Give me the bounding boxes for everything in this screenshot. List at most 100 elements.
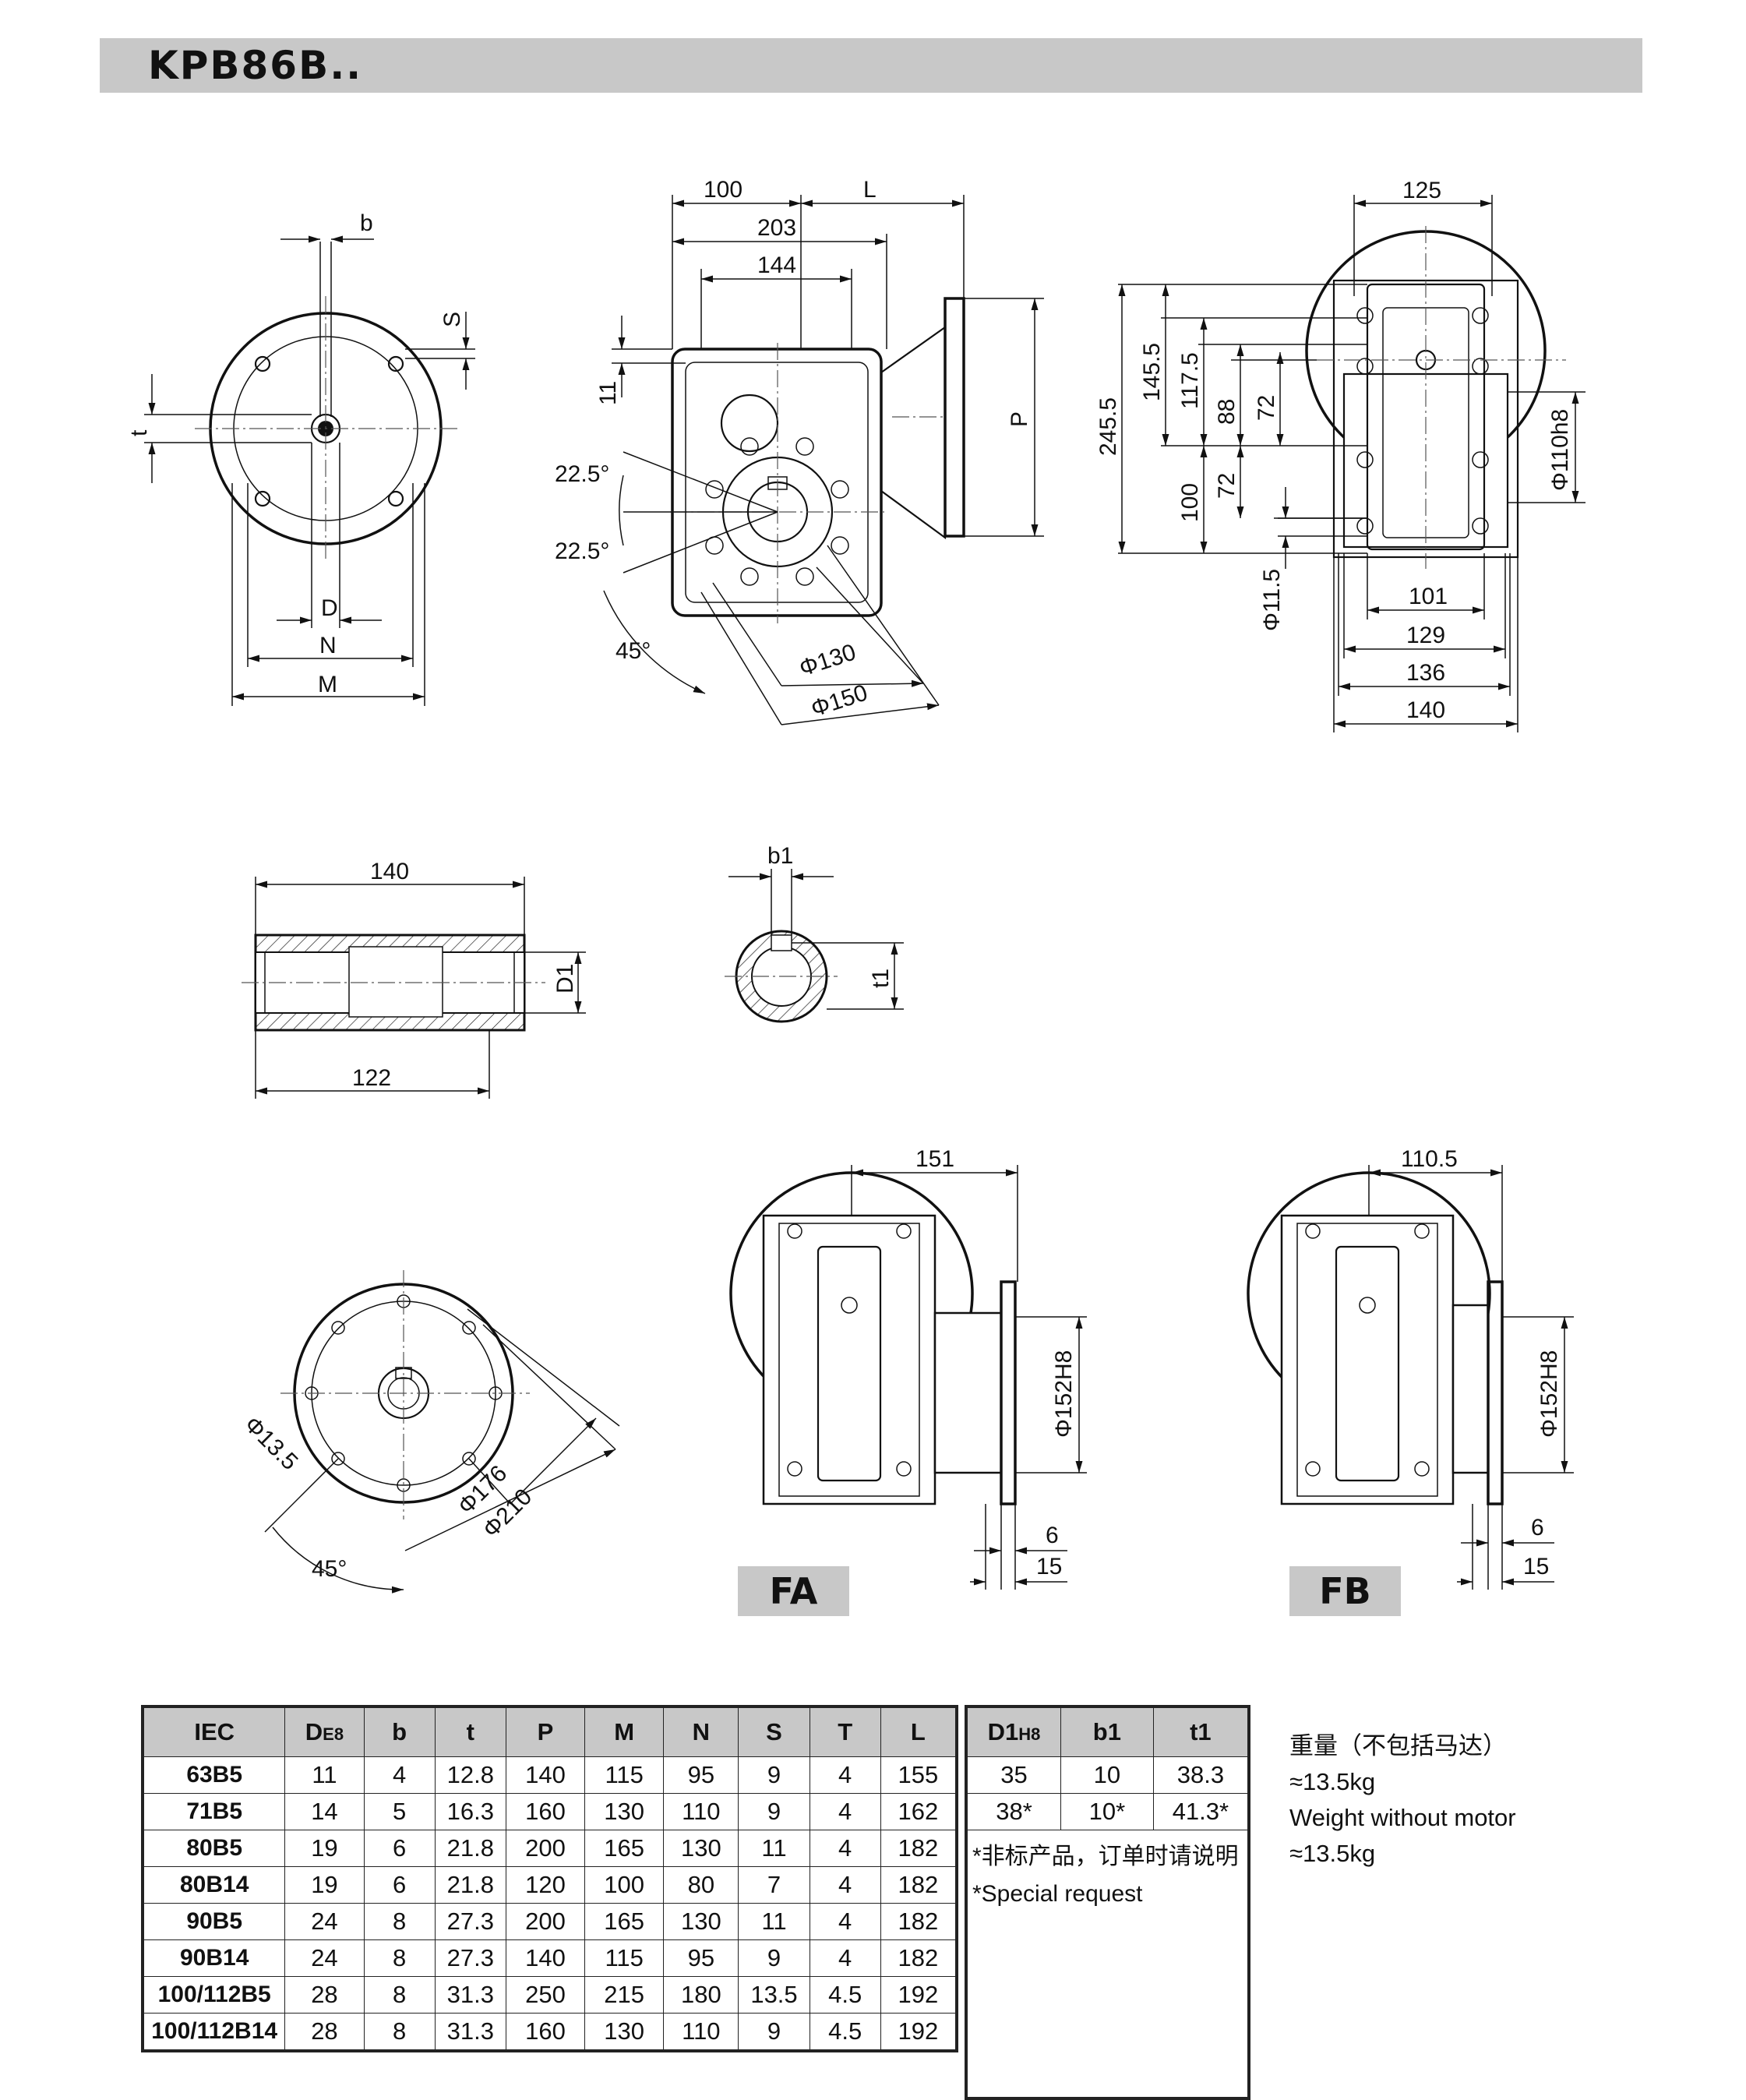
table-cell: 182 — [880, 1903, 958, 1940]
table-cell: 16.3 — [434, 1793, 506, 1830]
side-view: 100 L 203 144 11 P 22.5° 22.5° 45° Φ130 — [555, 177, 1044, 725]
table-cell: 6 — [363, 1866, 436, 1904]
dim-label: 15 — [1036, 1554, 1062, 1579]
dim-label: Φ152H8 — [1536, 1350, 1562, 1438]
hollow-shaft-view: 140 D1 122 — [242, 859, 586, 1099]
dim-label: Φ11.5 — [1259, 569, 1285, 631]
table-cell: 4 — [809, 1866, 881, 1904]
dim-label: Φ152H8 — [1051, 1350, 1077, 1438]
front-bolt-hole — [254, 490, 271, 507]
motor-flange — [944, 297, 965, 538]
table-cell: 120 — [505, 1866, 586, 1904]
dim-label: 15 — [1523, 1554, 1549, 1579]
table-cell: 4 — [809, 1793, 881, 1830]
table-cell: 9 — [738, 1793, 810, 1830]
col-header: b — [363, 1706, 436, 1757]
table-cell: 250 — [505, 1976, 586, 2014]
dim-label: 151 — [915, 1146, 954, 1172]
table-cell: 13.5 — [738, 1976, 810, 2014]
col-header: T — [809, 1706, 881, 1757]
table-cell: 9 — [738, 2013, 810, 2052]
dim-label: t1 — [868, 969, 894, 988]
col-header: DE8 — [284, 1706, 365, 1757]
table-cell: 9 — [738, 1756, 810, 1794]
table-cell: 11 — [738, 1903, 810, 1940]
worm-circle — [720, 394, 779, 453]
weight-info: 重量（不包括马达） ≈13.5kg Weight without motor ≈… — [1289, 1728, 1516, 1872]
table-header-row: IEC DE8 b t P M N S T L — [142, 1706, 958, 1757]
table-cell: 182 — [880, 1830, 958, 1867]
table-header-row: D1H8 b1 t1 — [965, 1706, 1250, 1757]
dim-label: 117.5 — [1177, 352, 1203, 409]
technical-drawing: b S t D N M — [126, 177, 1586, 1594]
table-cell: 21.8 — [434, 1830, 506, 1867]
dim-label: 100 — [1177, 483, 1203, 522]
front-bolt-hole — [254, 355, 271, 372]
dim-label: D — [321, 595, 338, 621]
table-cell: 4 — [809, 1830, 881, 1867]
dim-label: Φ130 — [796, 639, 859, 681]
table-cell: 8 — [363, 1939, 436, 1977]
table-cell: 95 — [663, 1756, 739, 1794]
dim-label: P — [1007, 411, 1032, 427]
table-cell: 182 — [880, 1866, 958, 1904]
dim-label: 101 — [1409, 584, 1448, 609]
table-cell: 38.3 — [1152, 1756, 1250, 1794]
dim-label: S — [439, 312, 465, 327]
front-view: b S t D N M — [126, 210, 475, 706]
dim-label: 145.5 — [1139, 343, 1165, 401]
col-header: t — [434, 1706, 506, 1757]
dim-label: 203 — [757, 215, 796, 241]
dim-label: 140 — [1406, 697, 1445, 723]
table-cell: 110 — [663, 2013, 739, 2052]
table-cell: 19 — [284, 1830, 365, 1867]
table-cell: 140 — [505, 1756, 586, 1794]
dim-label: 100 — [704, 177, 742, 203]
table-cell: 5 — [363, 1793, 436, 1830]
table-cell: 8 — [363, 1976, 436, 2014]
table-cell: 24 — [284, 1939, 365, 1977]
table-cell: 10 — [1060, 1756, 1154, 1794]
table-cell: 130 — [663, 1830, 739, 1867]
table-cell: 14 — [284, 1793, 365, 1830]
table-cell: 200 — [505, 1830, 586, 1867]
table-cell: 95 — [663, 1939, 739, 1977]
note-en: *Special request — [972, 1881, 1143, 1907]
fb-view: 110.5 Φ152H8 6 15 — [1247, 1146, 1574, 1590]
table-cell: 21.8 — [434, 1866, 506, 1904]
table-cell: 180 — [663, 1976, 739, 2014]
table-cell: 35 — [965, 1756, 1061, 1794]
header-bar: KPB86B.. — [100, 38, 1642, 93]
table-cell: 8 — [363, 2013, 436, 2052]
dim-label: t — [126, 429, 152, 436]
col-header: P — [505, 1706, 586, 1757]
fb-label: FB — [1289, 1566, 1401, 1616]
table-cell: 80 — [663, 1866, 739, 1904]
table-cell: 63B5 — [142, 1756, 286, 1794]
dim-label: b1 — [767, 843, 793, 869]
table-cell: 110 — [663, 1793, 739, 1830]
table-cell: 28 — [284, 1976, 365, 2014]
table-cell: 165 — [584, 1830, 665, 1867]
dim-label: 6 — [1531, 1515, 1544, 1541]
table-cell: 7 — [738, 1866, 810, 1904]
dim-label: 136 — [1406, 660, 1445, 686]
table-cell: 200 — [505, 1903, 586, 1940]
table-cell: 182 — [880, 1939, 958, 1977]
table-cell: 100 — [584, 1866, 665, 1904]
dim-label: 45° — [616, 638, 651, 664]
dim-label: Φ110h8 — [1547, 409, 1573, 491]
flange-view: Φ13.5 Φ176 Φ210 45° — [239, 1270, 620, 1594]
fa-view: 151 Φ152H8 6 15 — [729, 1146, 1087, 1590]
table-cell: 41.3* — [1152, 1793, 1250, 1830]
table-cell: 4.5 — [809, 1976, 881, 2014]
table-cell: 100/112B5 — [142, 1976, 286, 2014]
notes-row: *非标产品，订单时请说明 *Special request — [965, 1830, 1250, 2099]
dim-label: 72 — [1254, 395, 1279, 421]
table-cell: 28 — [284, 2013, 365, 2052]
table-cell: 11 — [284, 1756, 365, 1794]
note-cn: *非标产品，订单时请说明 — [972, 1844, 1239, 1869]
table-cell: 4 — [363, 1756, 436, 1794]
